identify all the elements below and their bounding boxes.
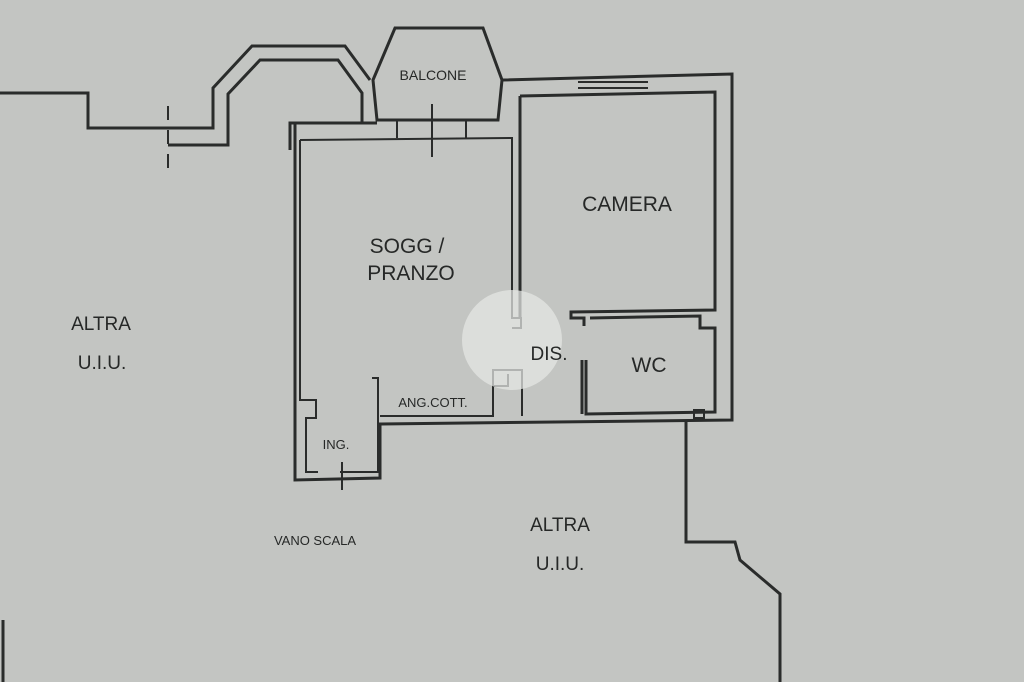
label-altra-bottom-2: U.I.U. <box>536 554 585 575</box>
wc-shaft <box>693 409 705 419</box>
right-neighbor-boundary <box>684 420 782 682</box>
watermark-disc <box>462 290 562 390</box>
label-soggiorno-line1: SOGG / <box>370 235 445 258</box>
label-ing: ING. <box>323 437 350 452</box>
label-altra-left-2: U.I.U. <box>78 353 127 374</box>
label-ang-cott: ANG.COTT. <box>398 395 467 410</box>
wc-wall <box>584 314 717 416</box>
label-altra-left-1: ALTRA <box>71 314 131 335</box>
outer-wall <box>293 72 734 482</box>
label-vano-scala: VANO SCALA <box>274 533 356 548</box>
terrace-parapet-inner <box>168 58 364 150</box>
label-camera: CAMERA <box>582 193 672 216</box>
label-balcone: BALCONE <box>400 67 467 83</box>
label-dis: DIS. <box>531 344 568 365</box>
terrace-parapet-outer <box>168 44 372 130</box>
bedroom-wall <box>519 90 717 326</box>
label-soggiorno-line2: PRANZO <box>367 262 455 285</box>
entry-partition <box>340 377 379 473</box>
label-altra-bottom-1: ALTRA <box>530 515 590 536</box>
living-west-inner <box>299 140 318 473</box>
label-wc: WC <box>632 354 667 377</box>
left-neighbor-boundary <box>0 91 168 130</box>
